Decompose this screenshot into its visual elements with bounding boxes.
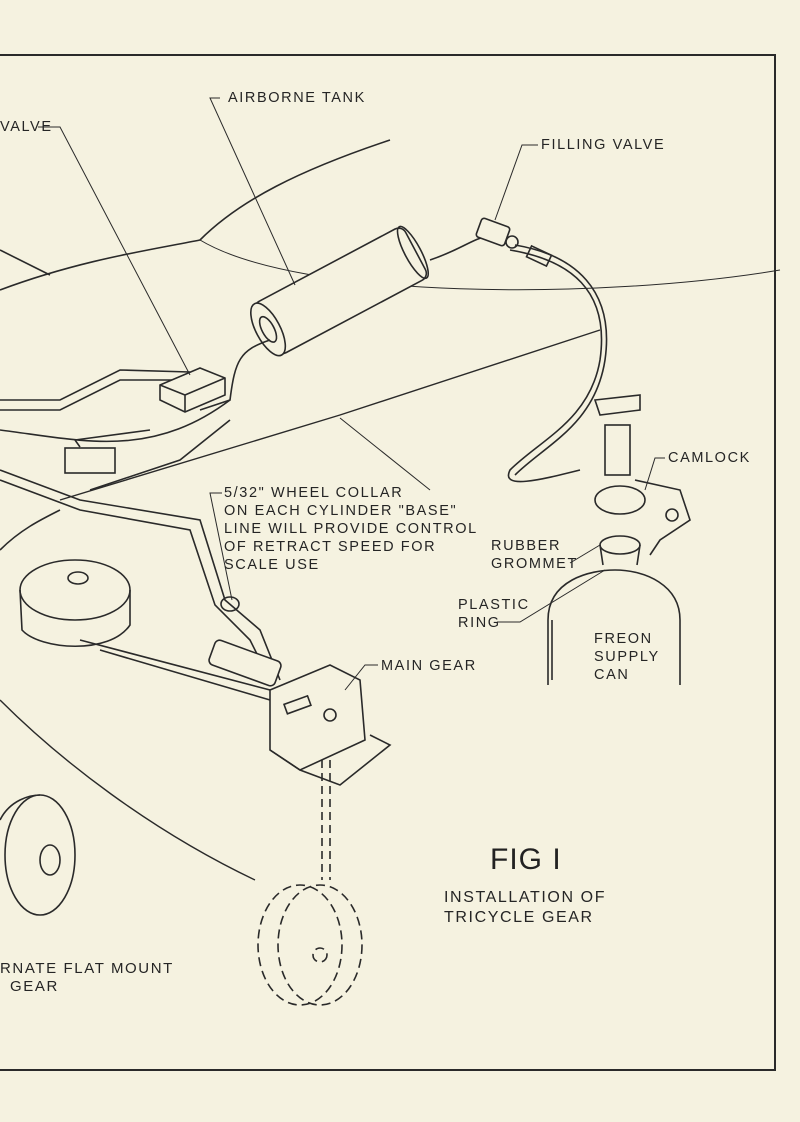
label-wheel-collar: 5/32" WHEEL COLLAR ON EACH CYLINDER "BAS… (224, 484, 478, 574)
freon-line: SUPPLY (594, 649, 660, 665)
label-main-gear: MAIN GEAR (381, 658, 477, 674)
ring-line: PLASTIC (458, 597, 530, 613)
retract-cylinder (208, 639, 282, 687)
airborne-tank (250, 225, 430, 357)
leader-valve (38, 126, 191, 376)
label-camlock: CAMLOCK (668, 450, 751, 466)
collar-line: LINE WILL PROVIDE CONTROL (224, 521, 478, 537)
collar-line: SCALE USE (224, 557, 320, 573)
leader-ring (497, 569, 606, 623)
leader-tank (209, 97, 296, 286)
collar-line: OF RETRACT SPEED FOR (224, 539, 437, 555)
collar-line: ON EACH CYLINDER "BASE" (224, 503, 458, 519)
leader-grommet (569, 544, 601, 564)
collar-line: 5/32" WHEEL COLLAR (224, 485, 404, 501)
main-wheel (257, 884, 363, 1006)
figure-caption: INSTALLATION OF TRICYCLE GEAR (444, 888, 606, 928)
caption-line: INSTALLATION OF (444, 889, 607, 906)
label-freon-can: FREON SUPPLY CAN (594, 630, 660, 684)
control-valve (159, 367, 226, 413)
tubing (199, 339, 271, 411)
page-frame (0, 54, 776, 1071)
rubber-grommet (599, 535, 641, 555)
filling-valve (475, 217, 553, 268)
leader-main (344, 664, 378, 691)
ring-line: RING (458, 615, 501, 631)
figure-number: FIG I (490, 843, 562, 876)
camlock (593, 394, 691, 556)
label-plastic-ring: PLASTIC RING (458, 596, 530, 632)
freon-line: CAN (594, 667, 630, 683)
label-filling-valve: FILLING VALVE (541, 137, 666, 153)
label-alternate-mount: RNATE FLAT MOUNT GEAR (0, 960, 174, 996)
alternate-line: GEAR (10, 978, 59, 995)
alternate-wheel (0, 794, 76, 916)
leader-collar (209, 492, 233, 601)
label-airborne-tank: AIRBORNE TANK (228, 90, 366, 106)
freon-line: FREON (594, 631, 653, 647)
grommet-line: RUBBER (491, 538, 562, 554)
label-valve: VALVE (0, 119, 53, 135)
nose-wheel (19, 559, 271, 701)
leader-filling (494, 144, 538, 221)
caption-line: TRICYCLE GEAR (444, 909, 594, 926)
main-gear (269, 664, 392, 880)
servo (64, 447, 116, 474)
label-rubber-grommet: RUBBER GROMMET (491, 537, 578, 573)
grommet-line: GROMMET (491, 556, 578, 572)
alternate-line: RNATE FLAT MOUNT (0, 960, 174, 977)
leader-camlock (644, 457, 665, 491)
freon-can (547, 569, 681, 685)
